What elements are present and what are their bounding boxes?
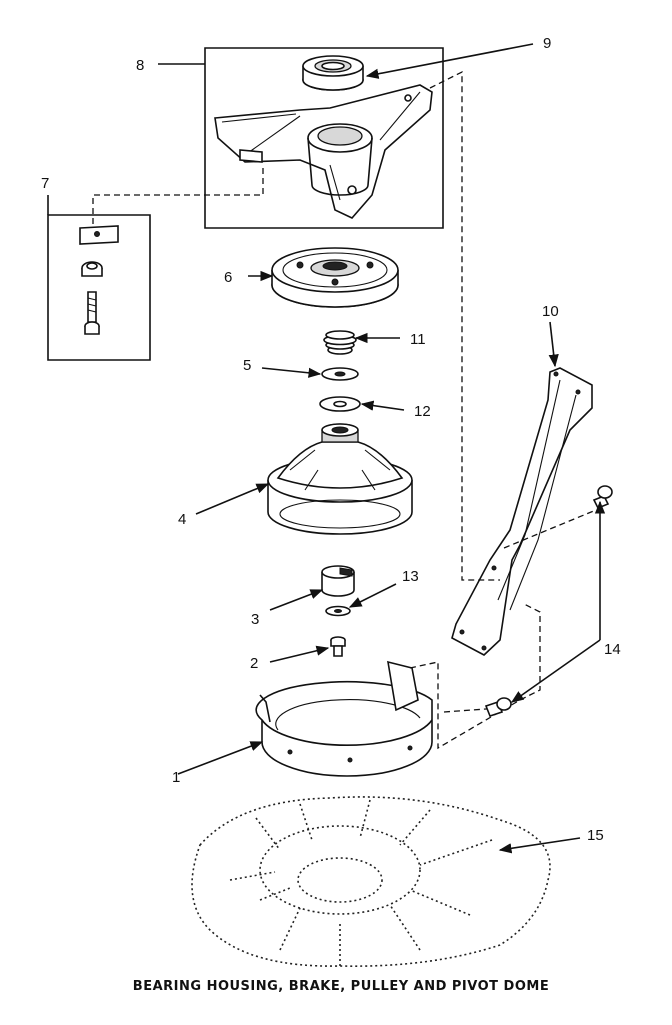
part-7-bolt [84,291,100,335]
callout-6: 6 [224,269,232,286]
part-13-washer [325,605,351,617]
part-15-tub [191,796,551,967]
part-7-pad [79,225,119,245]
dashed-leaders [409,70,597,750]
part-2-screw [330,636,346,657]
part-7-box [47,168,264,361]
part-4-brake [267,423,413,535]
part-14-screw-upper [592,485,613,510]
callout-14: 14 [604,641,621,658]
callout-2: 2 [250,655,258,672]
part-1-pivot-dome [255,660,433,777]
callout-15: 15 [587,827,604,844]
part-8-bearing-housing [214,84,433,219]
part-5-washer [321,367,359,381]
callout-4: 4 [178,511,186,528]
callout-8: 8 [136,57,144,74]
part-12-washer [319,396,361,412]
callout-11: 11 [410,331,426,348]
part-11-spring [323,330,357,355]
part-14-screw-lower [484,697,512,717]
part-8-group-box [204,47,444,229]
callout-12: 12 [414,403,431,420]
callout-10: 10 [542,303,559,320]
leader-arrows [158,43,606,854]
callout-5: 5 [243,357,251,374]
part-6-pulley [271,247,399,308]
callout-13: 13 [402,568,419,585]
part-10-pivot-bracket [451,367,593,656]
part-3-cam [321,565,355,597]
callout-3: 3 [251,611,259,628]
callout-7: 7 [41,175,49,192]
diagram-caption: BEARING HOUSING, BRAKE, PULLEY AND PIVOT… [133,979,549,994]
part-9-bearing [302,55,364,91]
callout-1: 1 [172,769,180,786]
part-7-nut [81,261,103,277]
callout-9: 9 [543,35,551,52]
